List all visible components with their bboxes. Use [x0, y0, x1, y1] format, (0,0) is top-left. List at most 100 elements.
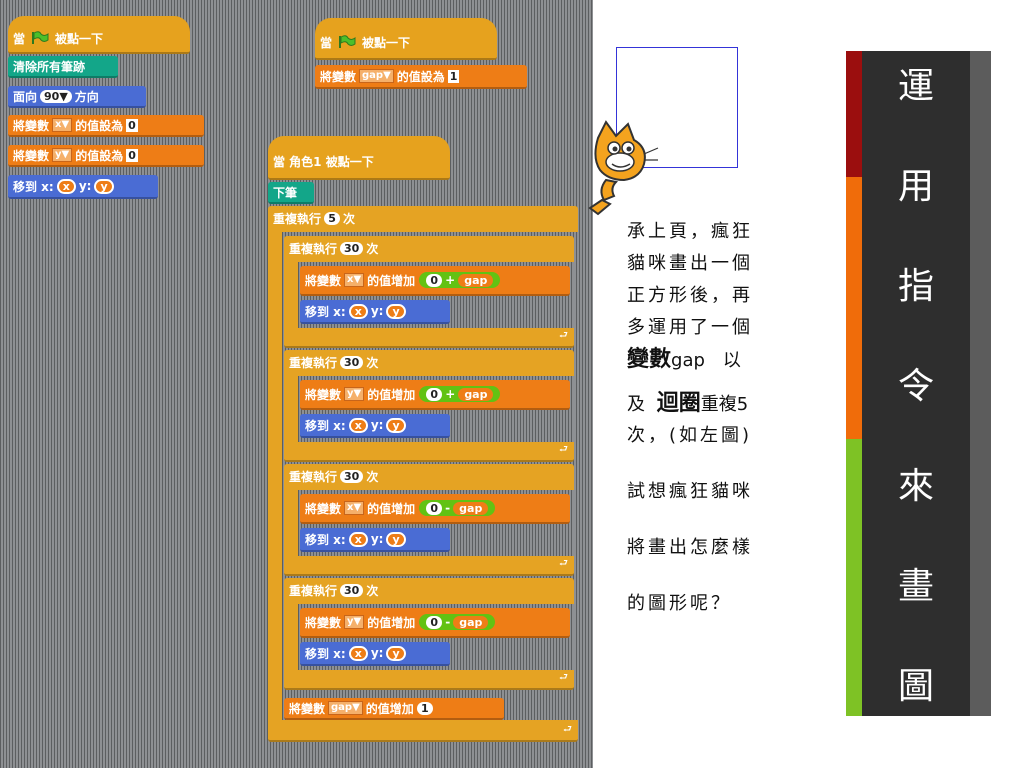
- var-dropdown[interactable]: y▼: [344, 387, 365, 401]
- set-mid: 的值設為: [75, 148, 124, 163]
- var-dropdown-x[interactable]: x▼: [52, 118, 73, 132]
- when-sprite-clicked-hat[interactable]: 當 角色1 被點一下: [268, 136, 450, 180]
- hat-clicked: 被點一下: [55, 31, 104, 46]
- loop-arrow-icon: ⮐: [559, 330, 568, 341]
- title-sidebar: 運 用 指 令 來 畫 圖: [846, 51, 991, 716]
- script-area[interactable]: 當 被點一下 清除所有筆跡 面向 90▼ 方向 將變數 x▼ 的值設為 0 將變…: [0, 0, 593, 768]
- change-label: 將變數: [305, 615, 342, 630]
- var-dropdown-gap[interactable]: gap▼: [359, 69, 394, 83]
- set-x-value[interactable]: 0: [126, 118, 138, 132]
- times-label: 次: [366, 584, 379, 598]
- y-reporter[interactable]: y: [386, 303, 406, 319]
- y-reporter[interactable]: y: [386, 531, 406, 547]
- desc-line-1: 承上頁，瘋狂: [627, 221, 753, 242]
- goto-xy-block[interactable]: 移到 x: x y: y: [8, 175, 158, 199]
- x-reporter[interactable]: x: [56, 178, 76, 194]
- x-reporter[interactable]: x: [348, 417, 368, 433]
- repeat-count-input[interactable]: 30: [340, 356, 364, 369]
- x-reporter[interactable]: x: [348, 303, 368, 319]
- hat-when: 當: [320, 35, 333, 50]
- point-suffix: 方向: [74, 89, 99, 104]
- loop-arrow-icon: ⮐: [559, 558, 568, 569]
- change-mid: 的值增加: [367, 615, 416, 630]
- repeat-count-input[interactable]: 5: [324, 212, 341, 225]
- gap-reporter[interactable]: gap: [458, 387, 494, 401]
- set-x-block[interactable]: 將變數 x▼ 的值設為 0: [8, 115, 204, 137]
- scratch-cat-sprite[interactable]: [588, 118, 660, 218]
- pen-down-label: 下筆: [273, 185, 298, 200]
- repeat-count-input[interactable]: 30: [340, 584, 364, 597]
- operator-symbol: +: [445, 387, 456, 401]
- y-reporter[interactable]: y: [386, 645, 406, 661]
- x-reporter[interactable]: x: [348, 531, 368, 547]
- change-gap-block[interactable]: 將變數 gap▼ 的值增加 1: [284, 698, 504, 720]
- var-dropdown[interactable]: y▼: [344, 615, 365, 629]
- pen-down-block[interactable]: 下筆: [268, 182, 314, 204]
- desc-line-10: 的圖形呢？: [627, 593, 732, 614]
- set-gap-value[interactable]: 1: [447, 69, 460, 83]
- operator-left[interactable]: 0: [426, 615, 443, 629]
- title-char-4: 令: [897, 366, 934, 407]
- desc-line-8: 試想瘋狂貓咪: [627, 481, 753, 502]
- var-dropdown[interactable]: x▼: [344, 273, 365, 287]
- title-char-3: 指: [897, 266, 934, 307]
- set-gap-block[interactable]: 將變數 gap▼ 的值設為 1: [315, 65, 527, 89]
- when-flag-clicked-hat-2[interactable]: 當 被點一下: [315, 18, 497, 60]
- y-reporter[interactable]: y: [94, 178, 114, 194]
- clear-pen-block[interactable]: 清除所有筆跡: [8, 56, 118, 78]
- repeat-count-input[interactable]: 30: [340, 242, 364, 255]
- var-dropdown[interactable]: x▼: [344, 501, 365, 515]
- loop-arrow-icon: ⮐: [559, 672, 568, 683]
- point-direction-block[interactable]: 面向 90▼ 方向: [8, 86, 146, 108]
- repeat-label: 重複執行: [273, 212, 322, 226]
- title-char-2: 用: [897, 166, 934, 207]
- desc-line-3: 正方形後，再: [627, 285, 753, 306]
- times-label: 次: [366, 470, 379, 484]
- set-label: 將變數: [13, 118, 50, 133]
- operator-left[interactable]: 0: [426, 501, 443, 515]
- change-mid: 的值增加: [367, 387, 416, 402]
- operator-block[interactable]: 0-gap: [419, 614, 496, 630]
- goto-y-label: y:: [370, 304, 384, 318]
- when-flag-clicked-hat[interactable]: 當 被點一下: [8, 16, 190, 54]
- set-y-value[interactable]: 0: [126, 148, 138, 162]
- gap-reporter[interactable]: gap: [453, 501, 489, 515]
- operator-block[interactable]: 0+gap: [419, 386, 501, 402]
- loop-arrow-icon: ⮐: [559, 444, 568, 455]
- change-gap-value[interactable]: 1: [416, 701, 433, 715]
- set-mid: 的值設為: [75, 118, 124, 133]
- operator-left[interactable]: 0: [426, 387, 443, 401]
- set-y-block[interactable]: 將變數 y▼ 的值設為 0: [8, 145, 204, 167]
- goto-label: 移到 x:: [305, 418, 346, 433]
- desc-line-6-rest: 重複5: [700, 394, 749, 415]
- var-dropdown-y[interactable]: y▼: [52, 148, 73, 162]
- gap-reporter[interactable]: gap: [458, 273, 494, 287]
- x-reporter[interactable]: x: [348, 645, 368, 661]
- operator-left[interactable]: 0: [426, 273, 443, 287]
- gap-reporter[interactable]: gap: [453, 615, 489, 629]
- repeat-count-input[interactable]: 30: [340, 470, 364, 483]
- repeat-label: 重複執行: [289, 356, 338, 370]
- operator-block[interactable]: 0-gap: [419, 500, 496, 516]
- desc-line-5: 變數gap 以: [627, 341, 741, 373]
- var-dropdown-gap[interactable]: gap▼: [328, 701, 363, 715]
- operator-block[interactable]: 0+gap: [419, 272, 501, 288]
- y-reporter[interactable]: y: [386, 417, 406, 433]
- times-label: 次: [366, 356, 379, 370]
- desc-line-4: 多運用了一個: [627, 317, 753, 338]
- title-char-6: 畫: [897, 566, 934, 607]
- direction-input[interactable]: 90▼: [40, 89, 72, 103]
- accent-bar-orange: [846, 177, 862, 439]
- desc-line-2: 貓咪畫出一個: [627, 253, 753, 274]
- bold-loop: 迴圈: [656, 391, 701, 416]
